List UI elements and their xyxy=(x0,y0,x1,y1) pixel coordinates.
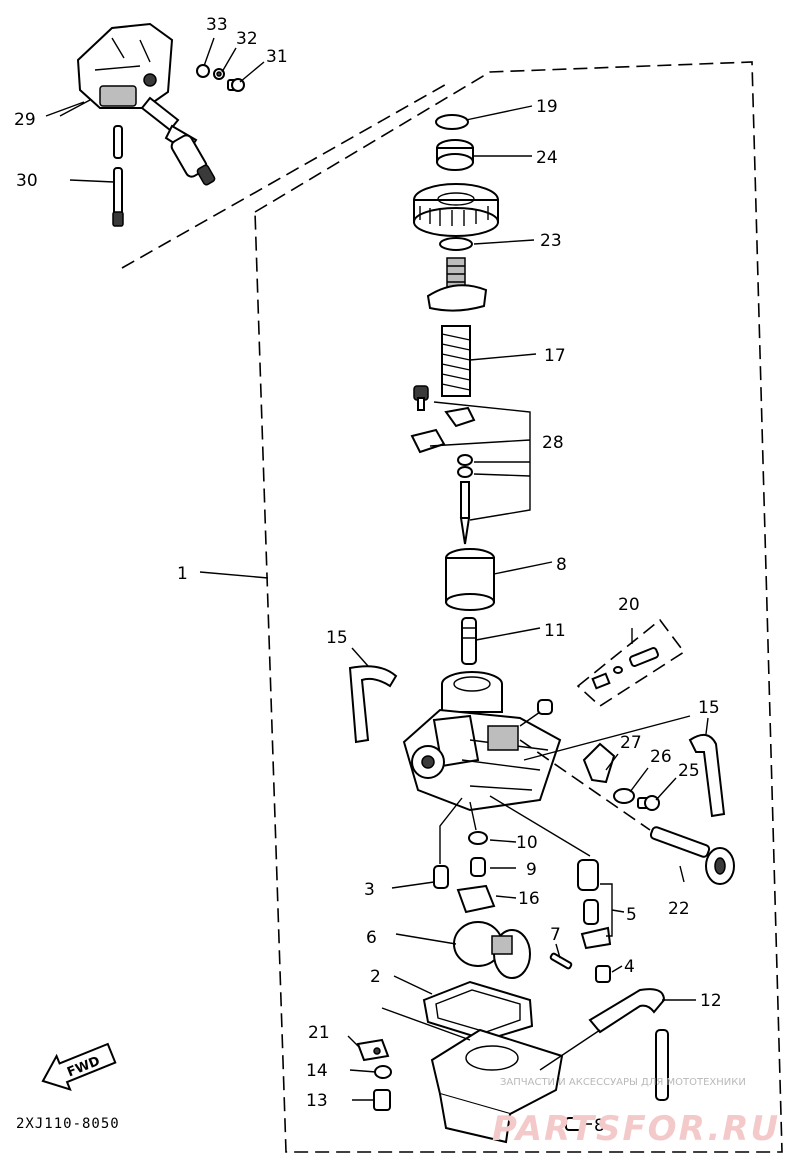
label-24: 24 xyxy=(536,148,558,168)
label-30: 30 xyxy=(16,171,38,191)
float-bowl-leader xyxy=(381,1007,471,1041)
watermark-line2: PARTSFOR.RU xyxy=(492,1109,780,1149)
pin-7 xyxy=(549,952,573,970)
label-2: 2 xyxy=(370,967,381,987)
washer-33 xyxy=(196,64,210,78)
cap-19 xyxy=(435,114,469,130)
cable-adjuster-24 xyxy=(436,139,474,171)
hose-15-left xyxy=(348,665,398,744)
throttle-housing-29 xyxy=(76,22,216,186)
label-12: 12 xyxy=(700,991,722,1011)
carb-top xyxy=(426,257,488,312)
label-31: 31 xyxy=(266,47,288,67)
washer-26 xyxy=(613,788,635,804)
label-23: 23 xyxy=(540,231,562,251)
carburetor-body xyxy=(402,671,562,812)
washer-14 xyxy=(374,1065,392,1079)
throttle-valve-8 xyxy=(445,548,495,611)
needle-set-28 xyxy=(410,385,476,545)
spring-17 xyxy=(441,325,471,397)
label-11: 11 xyxy=(544,621,566,641)
label-1: 1 xyxy=(177,564,188,584)
diagram-code: 2XJ110-8050 xyxy=(16,1116,120,1132)
pilot-screw-20-set xyxy=(576,618,686,708)
label-13: 13 xyxy=(306,1091,328,1111)
starter-plunger-axis xyxy=(519,739,651,831)
label-26: 26 xyxy=(650,747,672,767)
starter-plunger-22 xyxy=(649,826,735,885)
cable-30 xyxy=(112,125,124,227)
label-19: 19 xyxy=(536,97,558,117)
jet-small xyxy=(537,699,553,715)
hose-12-leader xyxy=(539,1029,601,1071)
hose-15-right xyxy=(688,733,726,818)
hose-12 xyxy=(588,988,669,1101)
leader-lines xyxy=(45,37,709,1125)
label-7: 7 xyxy=(550,925,561,945)
label-17: 17 xyxy=(544,346,566,366)
gasket-2 xyxy=(422,980,534,1042)
label-32: 32 xyxy=(236,29,258,49)
watermark-line1: ЗАПЧАСТИ И АКСЕССУАРЫ ДЛЯ МОТОТЕХНИКИ xyxy=(500,1077,746,1088)
label-25: 25 xyxy=(678,761,700,781)
bracket-27 xyxy=(582,742,616,784)
top-cap-ring xyxy=(413,183,499,237)
hose-15-right-link xyxy=(523,715,691,761)
washer-10 xyxy=(468,831,488,845)
label-3: 3 xyxy=(364,880,375,900)
fwd-arrow: FWD xyxy=(41,1042,117,1092)
label-21: 21 xyxy=(308,1023,330,1043)
label-33: 33 xyxy=(206,15,228,35)
jet-small-leader xyxy=(519,711,541,727)
drain-screw-8b xyxy=(565,1117,583,1131)
main-jet-3 xyxy=(433,865,449,889)
screw-13 xyxy=(373,1089,391,1111)
label-8: 8 xyxy=(556,555,567,575)
label-22: 22 xyxy=(668,899,690,919)
lower-jets-leader xyxy=(439,795,591,864)
label-9: 9 xyxy=(526,860,537,880)
cable-group-connector xyxy=(121,81,451,269)
label-20: 20 xyxy=(618,595,640,615)
float-6 xyxy=(453,921,531,979)
label-10: 10 xyxy=(516,833,538,853)
needle-valve-5 xyxy=(577,859,612,950)
label-27: 27 xyxy=(620,733,642,753)
o-ring-23 xyxy=(439,237,473,251)
label-15-right: 15 xyxy=(698,698,720,718)
plate-21 xyxy=(356,1038,390,1062)
label-6: 6 xyxy=(366,928,377,948)
needle-set-bracket xyxy=(429,401,531,521)
label-14: 14 xyxy=(306,1061,328,1081)
label-29: 29 xyxy=(14,110,36,130)
assembly-boundary xyxy=(254,61,783,1153)
label-15-left: 15 xyxy=(326,628,348,648)
label-5: 5 xyxy=(626,905,637,925)
screw-4 xyxy=(595,965,611,983)
label-8-lower: 8 xyxy=(594,1116,605,1136)
float-bowl xyxy=(430,1028,564,1144)
pilot-jet-9 xyxy=(470,857,486,877)
label-16: 16 xyxy=(518,889,540,909)
needle-jet-11 xyxy=(461,617,477,665)
screw-25 xyxy=(637,795,660,811)
screw-31 xyxy=(227,78,245,92)
label-4: 4 xyxy=(624,957,635,977)
label-28: 28 xyxy=(542,433,564,453)
bracket-16 xyxy=(456,884,496,914)
